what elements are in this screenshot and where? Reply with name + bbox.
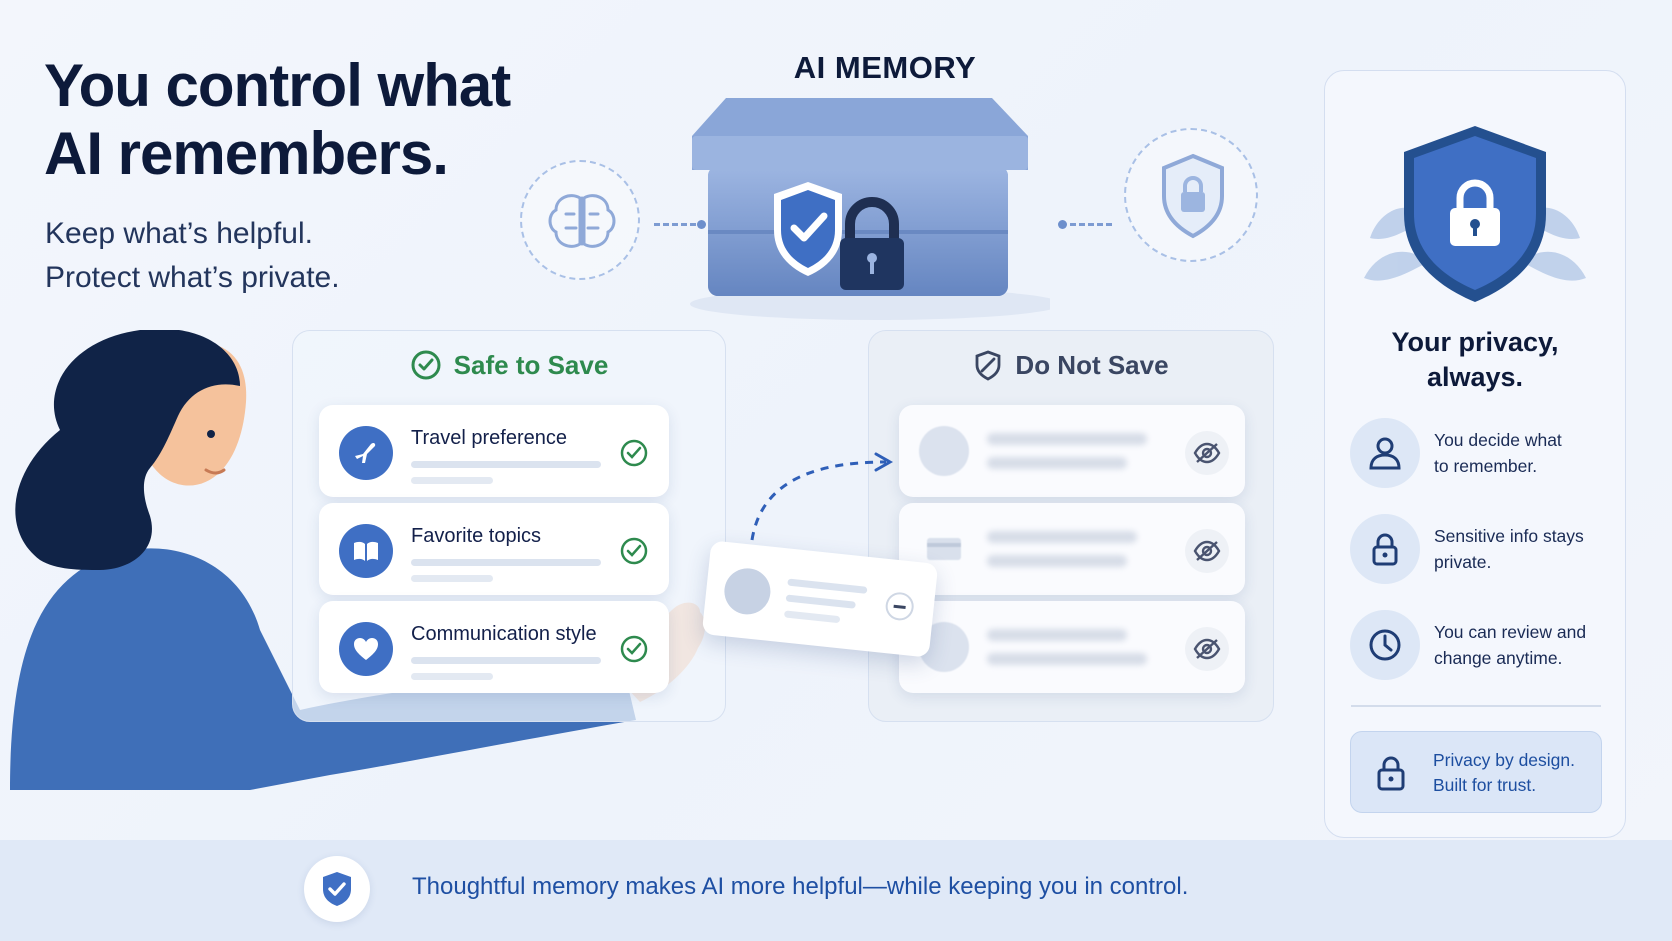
feature-sensitive-line-2: private. (1434, 552, 1492, 572)
connector-left (654, 223, 696, 226)
blurred-text (987, 629, 1127, 641)
person-icon (722, 566, 773, 617)
connector-dot-right (1058, 220, 1067, 229)
safe-panel-title: Safe to Save (453, 349, 609, 380)
blurred-card-payment[interactable] (899, 503, 1245, 595)
eye-slash-icon[interactable] (1185, 431, 1229, 475)
lock-icon (1377, 756, 1405, 791)
privacy-title-line-1: Your privacy, (1391, 327, 1559, 357)
placeholder-bar (411, 559, 601, 566)
memory-card-topics[interactable]: Favorite topics (319, 503, 669, 595)
shield-check-icon (323, 872, 351, 906)
placeholder-bar (411, 673, 493, 680)
unsafe-panel-header: Do Not Save (869, 349, 1273, 381)
feature-decide: You decide what to remember. (1434, 427, 1614, 479)
blurred-text (987, 555, 1127, 567)
memory-card-label: Communication style (411, 623, 597, 645)
placeholder-bar (785, 594, 856, 609)
feature-sensitive-line-1: Sensitive info stays (1434, 526, 1584, 546)
eye-slash-icon[interactable] (1185, 627, 1229, 671)
memory-title: AI MEMORY (793, 50, 977, 85)
check-circle-icon (620, 537, 648, 565)
unsafe-panel-title: Do Not Save (1015, 349, 1169, 380)
footer-shield-badge (304, 856, 370, 922)
blurred-text (987, 653, 1147, 665)
placeholder-bar (411, 477, 493, 484)
user-icon (1350, 418, 1420, 488)
placeholder-bar (783, 610, 841, 624)
check-circle-icon (620, 439, 648, 467)
feature-decide-line-1: You decide what (1434, 430, 1562, 450)
memory-card-label: Favorite topics (411, 525, 542, 547)
minus-icon[interactable] (884, 590, 916, 622)
placeholder-bar (411, 461, 601, 468)
person-icon (919, 426, 969, 476)
feature-sensitive: Sensitive info stays private. (1434, 523, 1614, 575)
placeholder-bar (411, 657, 601, 664)
feature-decide-line-2: to remember. (1434, 456, 1538, 476)
subheadline: Keep what’s helpful. Protect what’s priv… (45, 212, 465, 300)
clock-icon (1350, 610, 1420, 680)
headline-line-2: AI remembers. (44, 120, 449, 187)
feature-review-line-2: change anytime. (1434, 648, 1563, 668)
heart-icon (339, 622, 393, 676)
design-line-2: Built for trust. (1433, 775, 1537, 795)
shield-check-icon (774, 182, 842, 276)
airplane-icon (339, 426, 393, 480)
feature-review: You can review and change anytime. (1434, 619, 1614, 671)
blurred-card-location[interactable] (899, 601, 1245, 693)
book-icon (339, 524, 393, 578)
footer-tagline: Thoughtful memory makes AI more helpful—… (412, 873, 1189, 900)
sidebar-divider (1351, 705, 1601, 707)
placeholder-bar (787, 578, 868, 594)
credit-card-icon (919, 524, 969, 574)
shield-lock-icon (1162, 153, 1224, 239)
privacy-title-line-2: always. (1426, 362, 1524, 392)
safe-to-save-panel: Safe to Save Travel preference Favorite … (292, 330, 726, 722)
connector-dot-left (697, 220, 706, 229)
subheadline-line-2: Protect what’s private. (45, 261, 340, 294)
privacy-by-design-box: Privacy by design. Built for trust. (1350, 731, 1602, 813)
blurred-text (987, 433, 1147, 445)
brain-circle (520, 160, 640, 280)
safe-panel-header: Safe to Save (293, 349, 725, 381)
blurred-text (987, 531, 1137, 543)
blurred-card-personal[interactable] (899, 405, 1245, 497)
memory-card-label: Travel preference (411, 427, 567, 449)
check-circle-icon (620, 635, 648, 663)
shield-slash-icon (976, 350, 1001, 381)
headline-line-1: You control what (44, 52, 511, 119)
eye-slash-icon[interactable] (1185, 529, 1229, 573)
memory-card-communication[interactable]: Communication style (319, 601, 669, 693)
design-line-1: Privacy by design. (1433, 750, 1576, 770)
headline: You control what AI remembers. (44, 52, 564, 188)
memory-card-travel[interactable]: Travel preference (319, 405, 669, 497)
connector-right (1070, 223, 1112, 226)
drag-arrow (750, 452, 894, 541)
shield-circle (1124, 128, 1258, 262)
subheadline-line-1: Keep what’s helpful. (45, 217, 313, 250)
feature-review-line-1: You can review and (1434, 622, 1587, 642)
privacy-title: Your privacy, always. (1340, 325, 1610, 395)
brain-icon (548, 194, 616, 248)
padlock-icon (840, 197, 904, 290)
lock-icon (1350, 514, 1420, 584)
do-not-save-panel: Do Not Save (868, 330, 1274, 722)
placeholder-bar (411, 575, 493, 582)
privacy-shield-icon (1364, 126, 1586, 302)
design-text: Privacy by design. Built for trust. (1433, 748, 1575, 798)
memory-box (690, 90, 1062, 330)
footer-bar (0, 840, 1672, 941)
check-circle-icon (411, 350, 441, 380)
blurred-text (987, 457, 1127, 469)
